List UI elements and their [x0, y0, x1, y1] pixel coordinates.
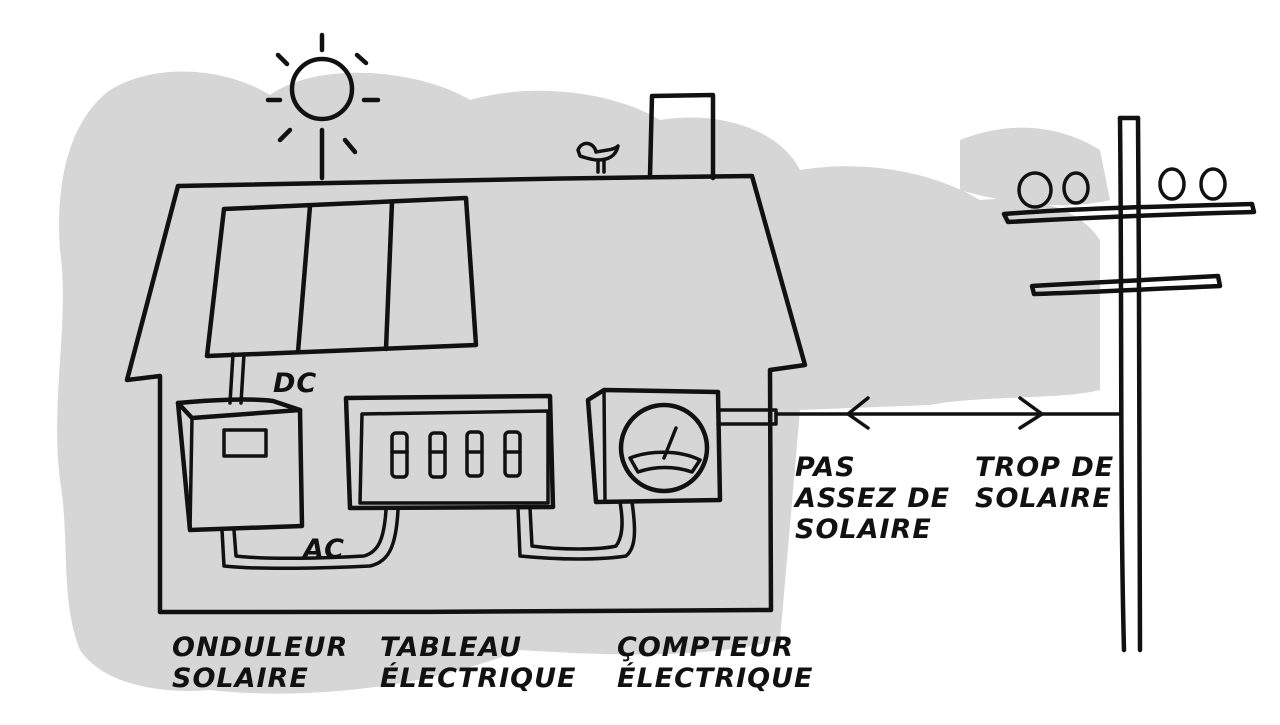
- grid-connection: [774, 396, 1122, 430]
- insulator-icon: [1017, 167, 1227, 209]
- sun-icon: [265, 32, 381, 181]
- electrical-panel-icon: [343, 393, 556, 511]
- solar-panels: [204, 195, 479, 359]
- dc-cable: [228, 352, 246, 405]
- house-outline: [124, 173, 808, 615]
- electric-meter-icon: [585, 387, 778, 505]
- not-enough-solar-label: PAS ASSEZ DE SOLAIRE: [795, 452, 951, 545]
- background-wash: [57, 71, 1110, 694]
- electrical-panel-label: TABLEAU ÉLECTRIQUE: [380, 632, 577, 694]
- chimney: [647, 92, 716, 181]
- bird-icon: [576, 141, 620, 174]
- ac-cables: [220, 500, 637, 571]
- utility-pole: [1001, 115, 1257, 653]
- ac-label: AC: [303, 534, 345, 565]
- inverter-icon: [175, 397, 305, 533]
- too-much-solar-label: TROP DE SOLAIRE: [975, 452, 1115, 514]
- electric-meter-label: ÇOMPTEUR ÉLECTRIQUE: [617, 632, 814, 694]
- inverter-label: ONDULEUR SOLAIRE: [172, 632, 349, 694]
- dc-label: DC: [273, 368, 318, 399]
